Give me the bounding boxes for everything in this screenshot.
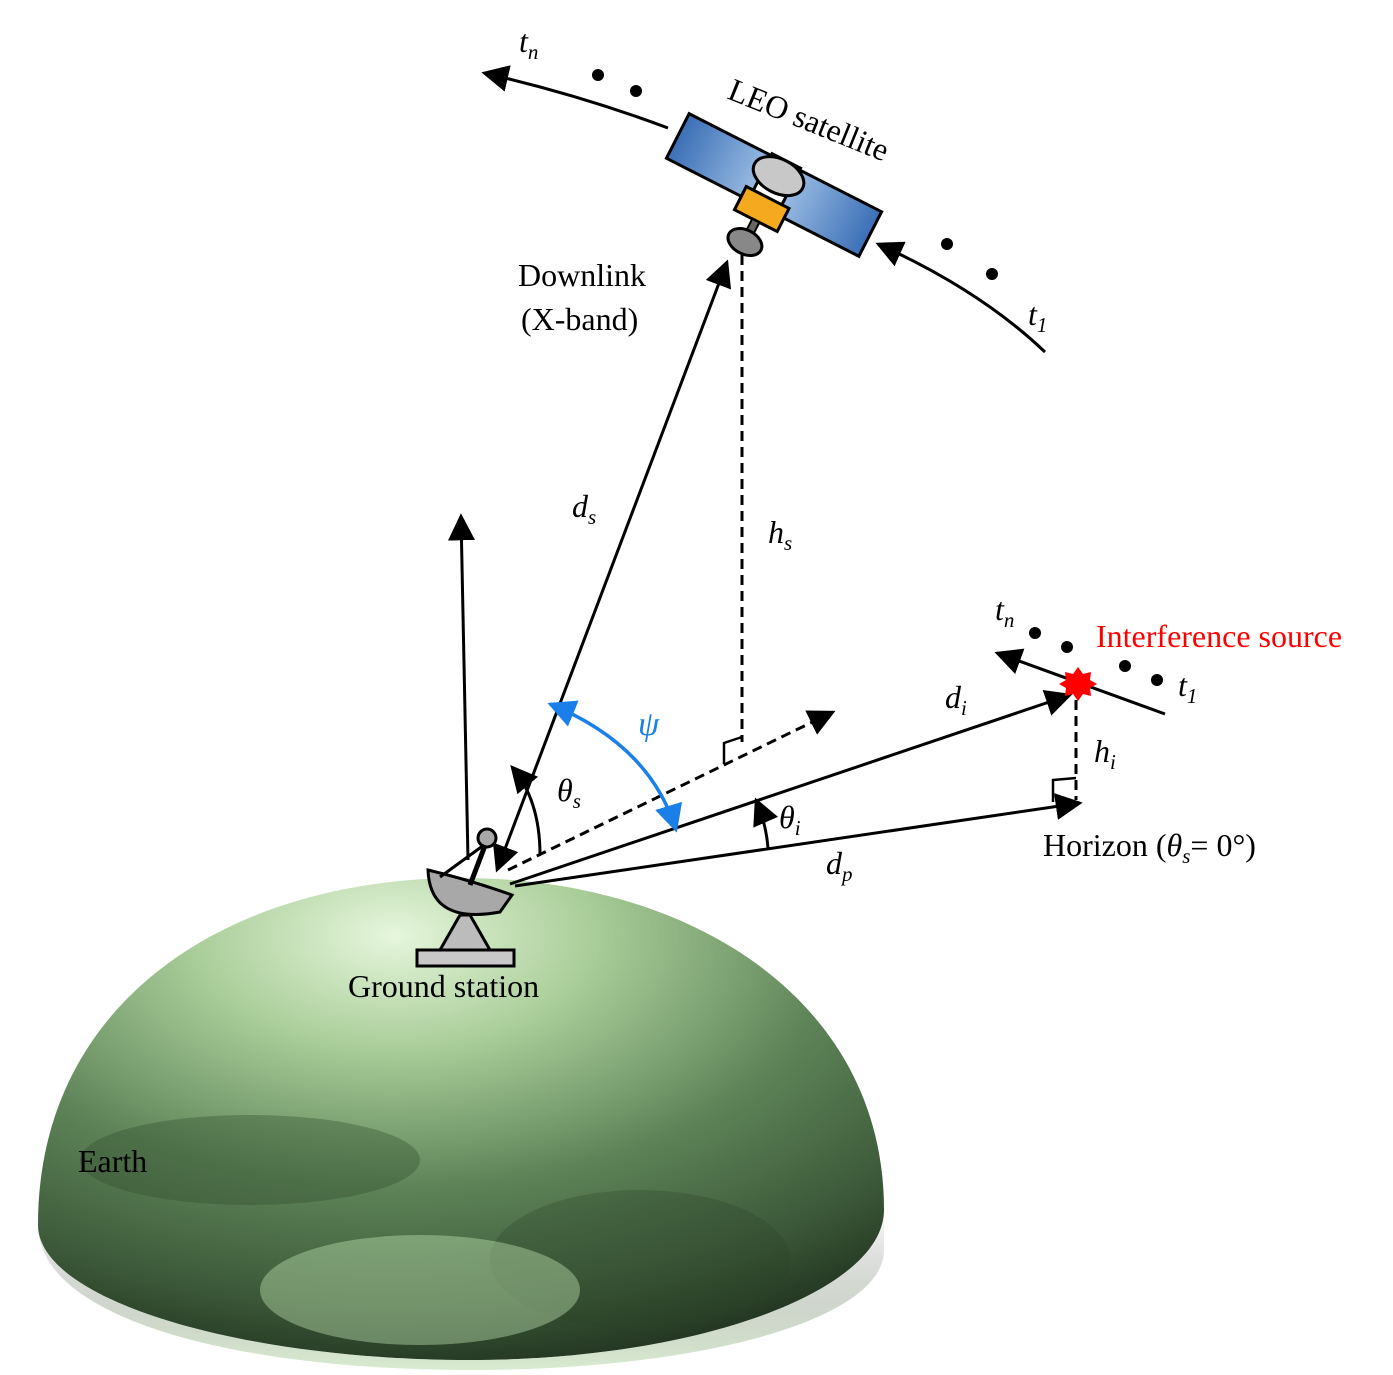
orbit-dot: [592, 69, 604, 81]
theta-i-arc: [753, 797, 779, 849]
ds-label: ds: [572, 488, 596, 529]
downlink-label-line1: Downlink: [518, 257, 646, 293]
earth: Earth: [38, 878, 884, 1370]
leo-satellite-icon: [664, 111, 884, 259]
orbit-arc-left: [481, 65, 669, 130]
earth-highlight-patch: [260, 1235, 580, 1345]
zenith-arrow: [447, 513, 475, 861]
theta-s-label: θs: [557, 772, 581, 813]
track-start-label: t1: [1178, 667, 1197, 708]
hs-label: hs: [768, 514, 792, 555]
earth-shadow-patch: [80, 1115, 420, 1205]
track-end-label: tn: [995, 591, 1014, 632]
psi-arc: [547, 700, 683, 833]
horizon-arrow: [514, 793, 1083, 888]
downlink-label-line2: (X-band): [521, 301, 638, 337]
earth-label: Earth: [78, 1143, 147, 1179]
theta-i-label: θi: [779, 799, 801, 840]
ground-station-feed-icon: [476, 827, 498, 849]
orbit-dot: [986, 268, 998, 280]
psi-label: ψ: [638, 706, 660, 743]
earth-dome: [38, 878, 884, 1360]
interference-source-icon: [1059, 667, 1097, 701]
track-dot: [1151, 674, 1163, 686]
orbit-dot: [630, 85, 642, 97]
earth-shadow-patch: [490, 1190, 790, 1330]
interference-path-arrow: [509, 689, 1073, 886]
ground-station-label: Ground station: [348, 968, 539, 1004]
orbit-end-label: tn: [519, 23, 538, 64]
track-dot: [1029, 627, 1041, 639]
horizon-label: Horizon (θs= 0°): [1043, 827, 1256, 868]
hi-label: hi: [1094, 733, 1116, 774]
theta-s-arc: [510, 764, 542, 856]
orbit-arc-right: [875, 241, 1047, 354]
interference-label: Interference source: [1096, 618, 1342, 654]
right-angle-marker-horizon: [1051, 776, 1077, 802]
ground-station-base: [415, 948, 516, 968]
orbit-start-label: t1: [1028, 296, 1047, 337]
downlink-arrow: [492, 259, 732, 873]
right-angle-marker: [722, 735, 743, 764]
dp-label: dp: [826, 845, 853, 886]
satellite-dish-icon: [751, 155, 806, 198]
orbit-dot: [941, 238, 953, 250]
track-dot: [1061, 641, 1073, 653]
ground-station-dish-icon: [426, 868, 515, 916]
track-dot: [1119, 660, 1131, 672]
satellite-orbit: tn t1: [481, 23, 1047, 354]
ground-station-icon: [415, 827, 516, 968]
di-label: di: [945, 679, 967, 720]
satellite-antenna-icon: [726, 227, 764, 257]
